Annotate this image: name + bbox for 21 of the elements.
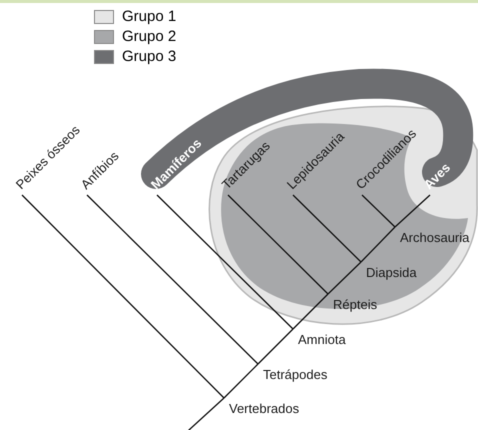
branch-line [292,194,362,262]
branch-line [360,226,396,262]
branch-line [258,328,294,364]
branch-line [292,294,328,330]
legend-label: Grupo 3 [122,48,176,65]
branch-line [228,194,328,294]
branch-line [224,364,258,398]
clade-label: Archosauria [395,227,470,245]
branch-line [22,194,224,398]
branch-line [156,194,294,330]
clade-label: Vertebrados [224,398,300,416]
clade-label: Tetrápodes [258,364,328,382]
clade-label: Répteis [328,294,378,312]
branch-line [362,194,396,228]
legend-label: Grupo 1 [122,8,176,25]
legend-label: Grupo 2 [122,28,176,45]
branch-line [328,262,362,294]
branch-line [394,194,430,228]
branch-line [86,194,258,364]
clade-label: Diapsida [361,262,417,280]
clade-label: Amniota [293,329,346,347]
